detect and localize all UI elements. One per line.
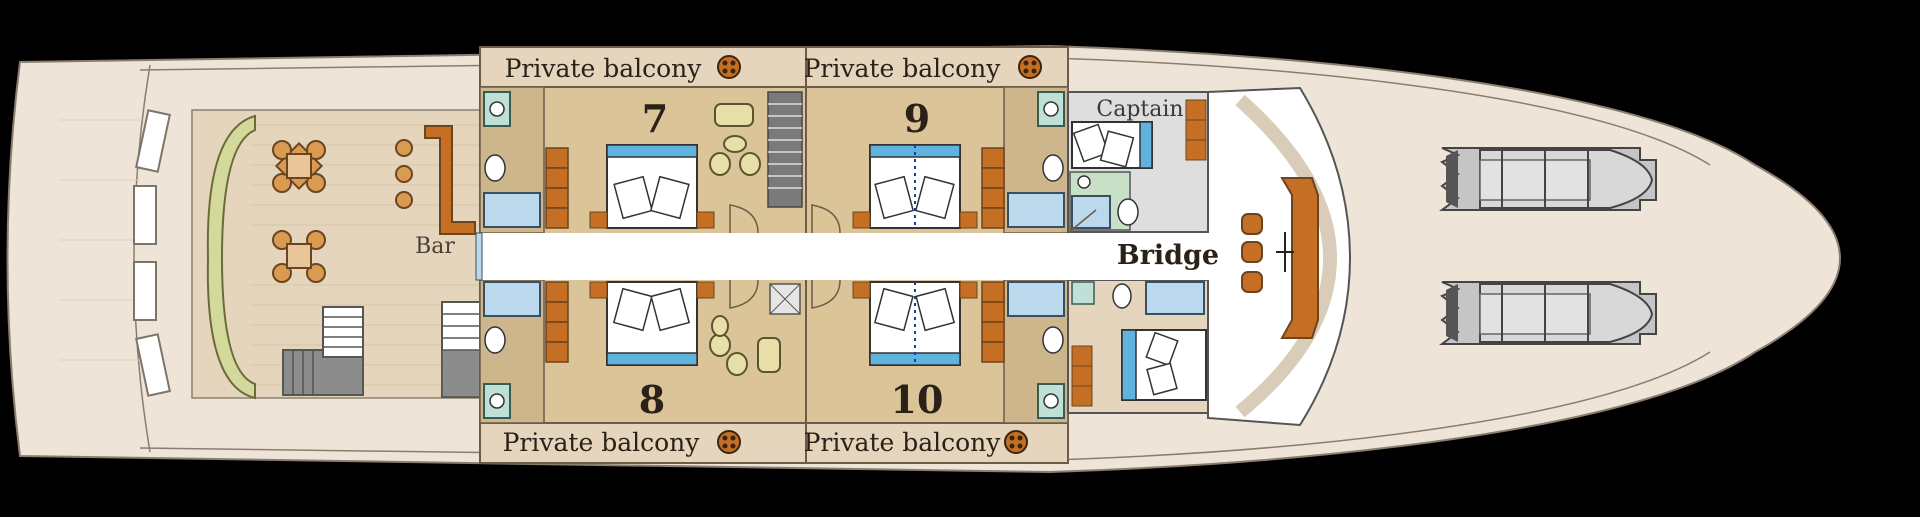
door-swings <box>729 204 1097 309</box>
central-stairwell <box>767 91 803 315</box>
hull-inner-line-bottom <box>139 351 1711 461</box>
bar-stools <box>395 139 413 209</box>
cabin-7-seating <box>709 103 761 176</box>
table-with-chairs-2 <box>272 230 326 283</box>
corridor-aft-door <box>475 232 483 281</box>
aft-stairs-right <box>441 301 481 398</box>
bed-cabin-10 <box>852 281 978 366</box>
tender-boat-2 <box>1439 281 1657 345</box>
balcony-label-top-right: Private balcony <box>804 54 1002 83</box>
cabin-number-9: 9 <box>904 96 930 141</box>
table-with-chairs-1 <box>272 140 326 193</box>
balcony-label-bottom-left: Private balcony <box>503 428 701 457</box>
balcony-label-top-left: Private balcony <box>505 54 703 83</box>
bathrooms <box>479 86 1069 424</box>
crew-cabin <box>1067 279 1209 414</box>
bed-cabin-7 <box>589 144 715 229</box>
stern-curve <box>133 64 151 453</box>
hull-inner-line <box>139 57 1711 166</box>
cabin-number-7: 7 <box>642 96 668 141</box>
captain-label: Captain <box>1096 97 1183 122</box>
bar-counter <box>424 125 476 235</box>
wardrobes <box>545 147 1005 363</box>
stern-deck-boards <box>60 119 140 361</box>
central-corridor <box>480 233 1222 280</box>
bed-cabin-8 <box>589 281 715 366</box>
bridge-label: Bridge <box>1117 240 1219 271</box>
aft-staircase <box>282 306 364 396</box>
stern-windows <box>133 109 171 397</box>
bar-label: Bar <box>415 234 455 259</box>
balcony-bottom-left <box>479 422 807 464</box>
cabin-number-10: 10 <box>891 377 944 422</box>
balcony-chair-icons <box>717 55 1042 454</box>
tender-boat-1 <box>1439 147 1657 211</box>
lounge-sofa <box>206 114 256 400</box>
balcony-label-bottom-right: Private balcony <box>804 428 1002 457</box>
cabin-8-seating <box>709 315 781 376</box>
captain-cabin <box>1067 91 1209 233</box>
bridge-area <box>1207 86 1352 427</box>
cabin-number-8: 8 <box>639 377 665 422</box>
bed-cabin-9 <box>852 144 978 229</box>
